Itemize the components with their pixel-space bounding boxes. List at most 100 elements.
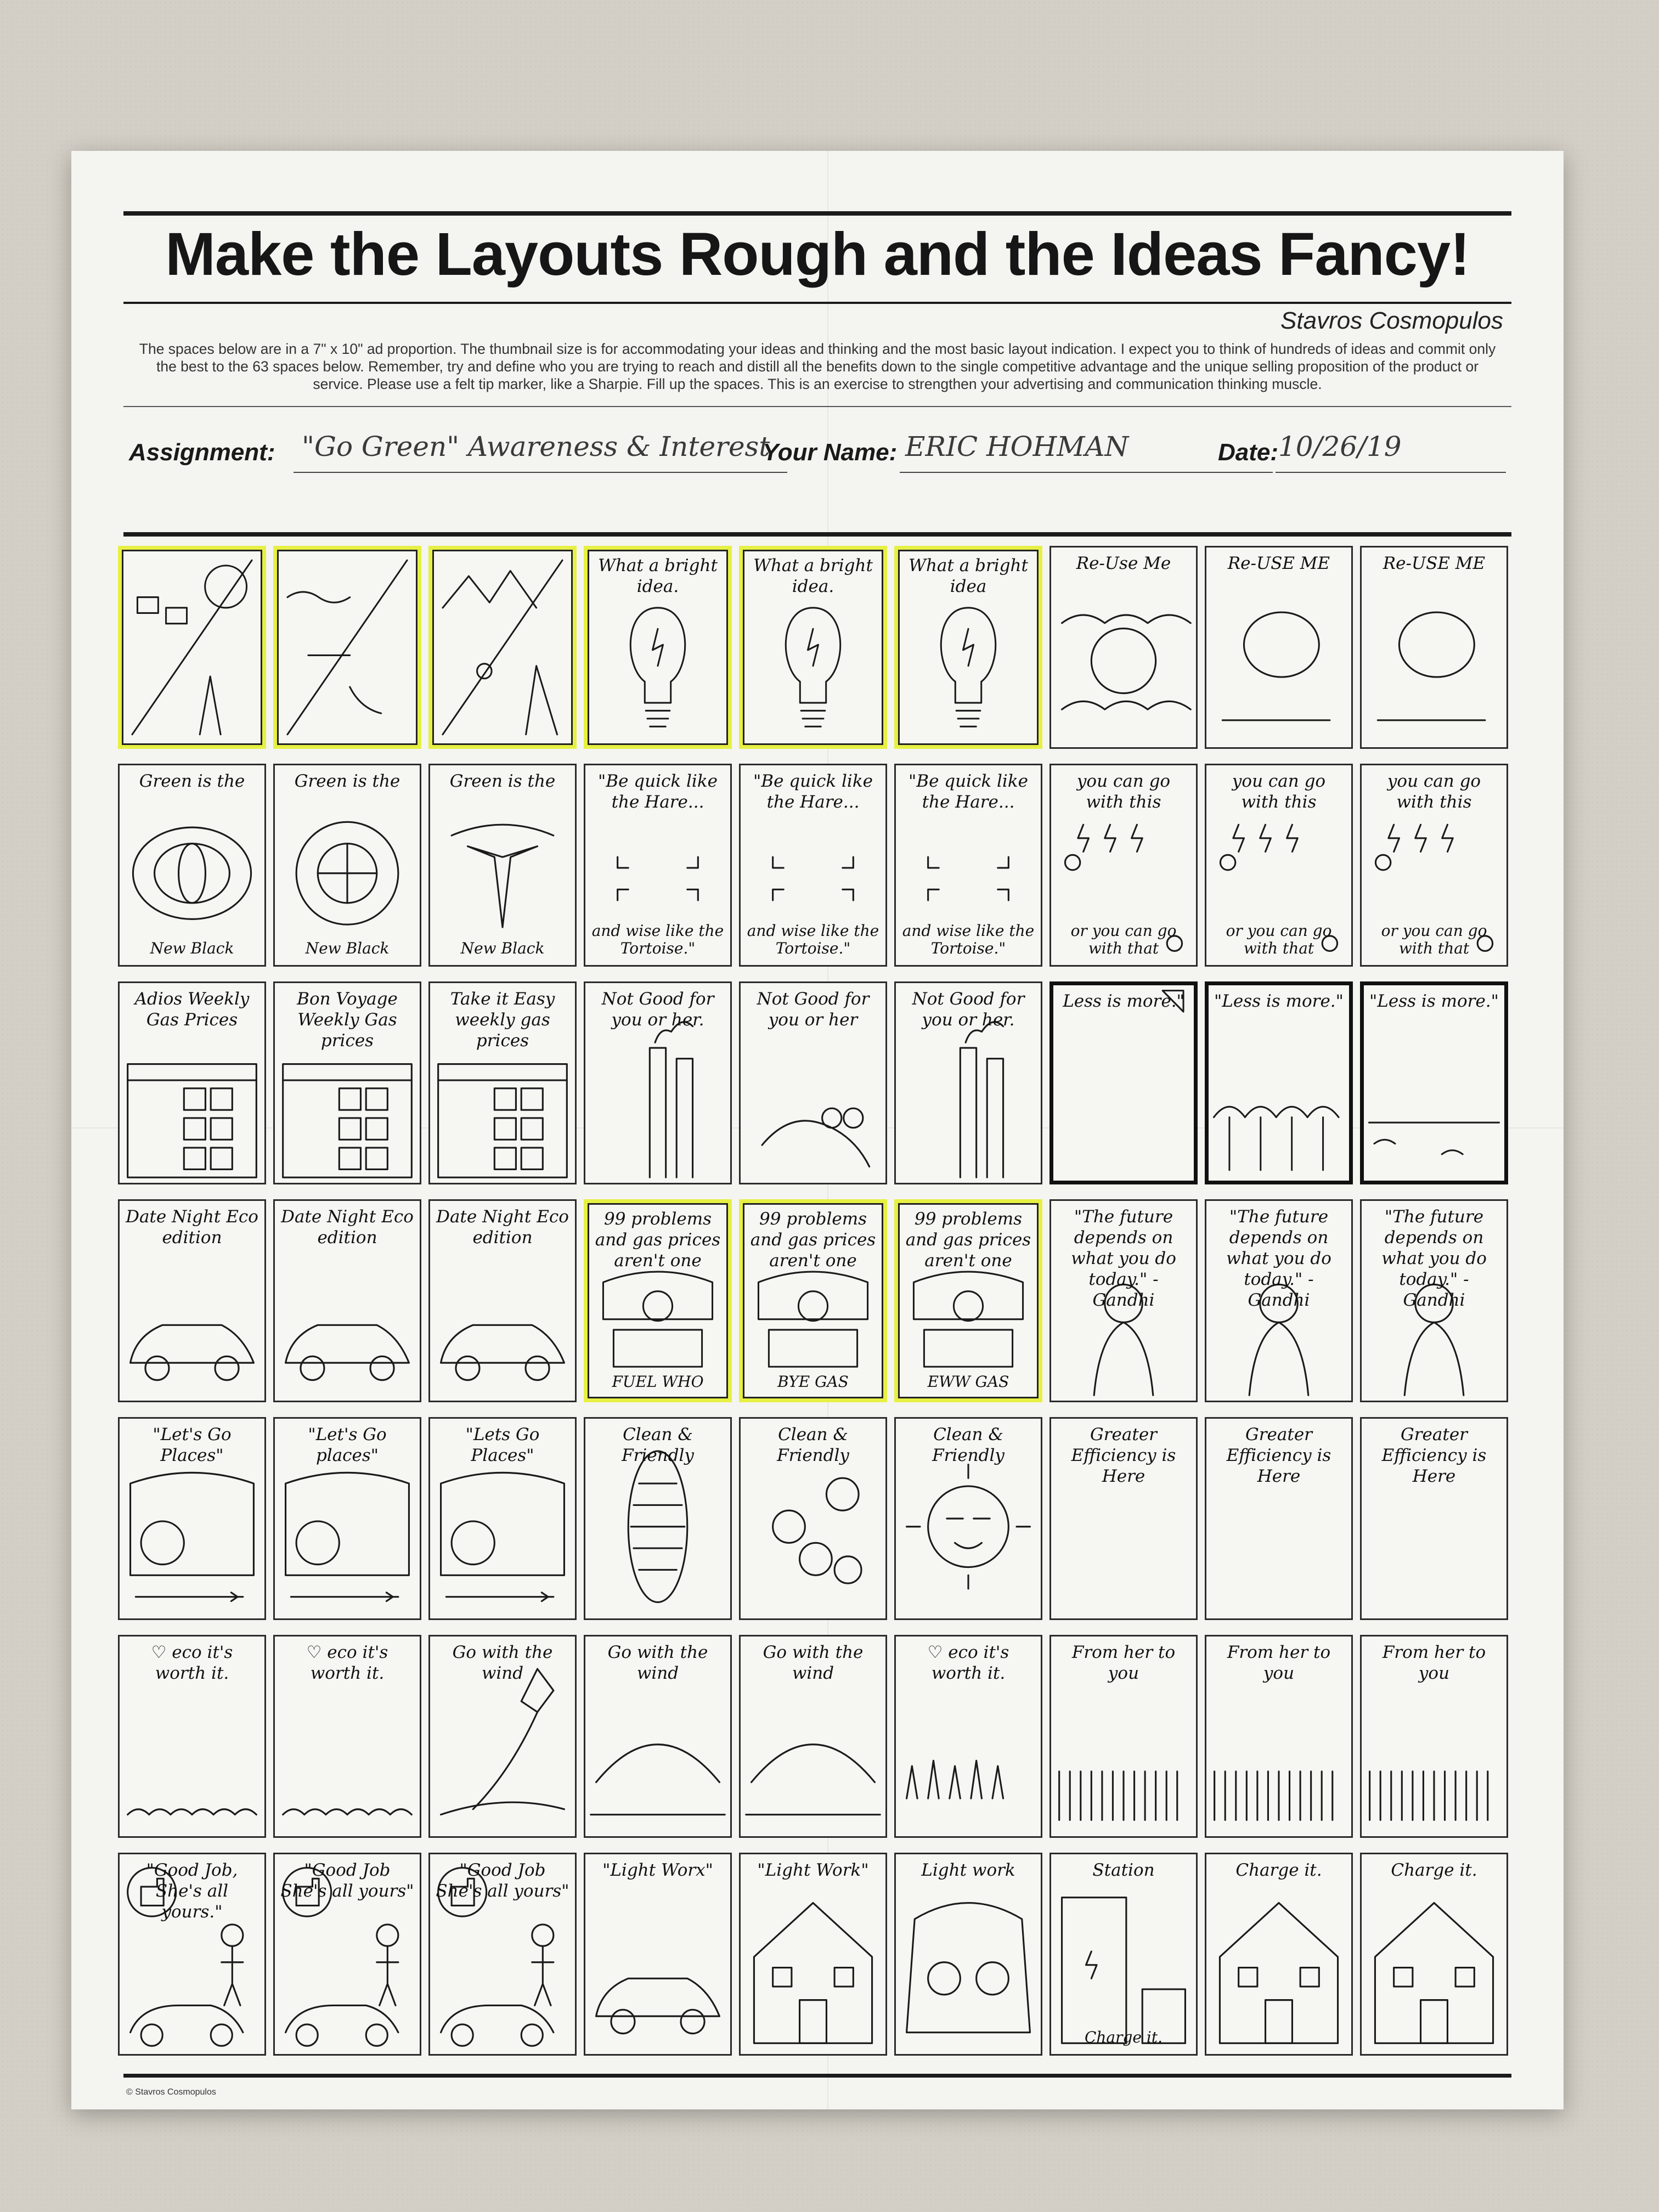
thumbnail-headline: Greater Efficiency is Here <box>1381 1425 1487 1486</box>
thumbnail-cell: ♡ eco it's worth it. <box>118 1635 266 1838</box>
thumbnail-headline: From her to you <box>1071 1643 1176 1683</box>
thumbnail-tagline: BYE GAS <box>777 1373 849 1391</box>
thumbnail-headline: Adios Weekly Gas Prices <box>134 989 250 1030</box>
thumbnail-headline: 99 problems and gas prices aren't one <box>750 1209 876 1271</box>
thumbnail-headline: "The future depends on what you do today… <box>1071 1207 1176 1310</box>
thumbnail-cell: Clean & Friendly <box>584 1417 732 1620</box>
thumbnail-headline: 99 problems and gas prices aren't one <box>905 1209 1031 1271</box>
thumbnail-headline: Bon Voyage Weekly Gas prices <box>297 989 398 1051</box>
name-line <box>900 472 1273 473</box>
thumbnail-cell: Less is more." <box>1049 981 1198 1184</box>
thumbnail-headline: Re-USE ME <box>1383 554 1486 573</box>
thumbnail-cell <box>428 546 577 749</box>
thumbnail-cell: you can go with this or you can go with t… <box>1205 764 1353 967</box>
grid-top-rule <box>123 532 1511 537</box>
thumbnail-headline: Go with the wind <box>763 1643 864 1683</box>
thumbnail-headline: Go with the wind <box>607 1643 708 1683</box>
thumbnail-headline: What a bright idea <box>909 556 1028 596</box>
name-field[interactable]: ERIC HOHMAN <box>905 431 1129 462</box>
thumbnail-headline: Go with the wind <box>452 1643 553 1683</box>
thumbnail-headline: Re-Use Me <box>1076 554 1171 573</box>
thumbnail-cell: Not Good for you or her. <box>894 981 1042 1184</box>
name-label: Your Name: <box>763 439 898 466</box>
thumbnail-headline: Clean & Friendly <box>622 1425 694 1465</box>
thumbnail-headline: "Good Job She's all yours" <box>280 1860 414 1901</box>
thumbnail-headline: "The future depends on what you do today… <box>1381 1207 1487 1310</box>
assignment-field[interactable]: "Go Green" Awareness & Interest <box>302 431 770 462</box>
thumbnail-cell: "Be quick like the Hare...and wise like … <box>739 764 887 967</box>
thumbnail-cell: Re-USE ME <box>1205 546 1353 749</box>
title-underline <box>123 302 1511 304</box>
page-title: Make the Layouts Rough and the Ideas Fan… <box>165 221 1470 288</box>
thumbnail-headline: "Light Worx" <box>602 1860 713 1880</box>
thumbnail-headline: Not Good for you or her. <box>601 989 714 1030</box>
thumbnail-cell: "Light Worx" <box>584 1853 732 2056</box>
thumbnail-headline: ♡ eco it's worth it. <box>306 1643 388 1683</box>
thumbnail-cell: Date Night Eco edition <box>428 1199 577 1402</box>
thumbnail-headline: "Be quick like the Hare... <box>598 771 718 812</box>
thumbnail-headline: Less is more." <box>1063 991 1184 1011</box>
thumbnail-cell: From her to you <box>1205 1635 1353 1838</box>
thumbnail-cell: ♡ eco it's worth it. <box>273 1635 421 1838</box>
thumbnail-headline: "Be quick like the Hare... <box>753 771 873 812</box>
thumbnail-headline: "Good Job She's all yours" <box>436 1860 569 1901</box>
thumbnail-headline: Date Night Eco edition <box>126 1207 258 1248</box>
thumbnail-cell: Greater Efficiency is Here <box>1360 1417 1508 1620</box>
thumbnail-cell: Re-USE ME <box>1360 546 1508 749</box>
thumbnail-cell: "Let's Go places" <box>273 1417 421 1620</box>
thumbnail-headline: ♡ eco it's worth it. <box>151 1643 233 1683</box>
thumbnail-headline: "Let's Go places" <box>308 1425 387 1465</box>
thumbnail-cell: Greater Efficiency is Here <box>1205 1417 1353 1620</box>
thumbnail-tagline: and wise like the Tortoise." <box>591 922 724 957</box>
thumbnail-headline: you can go with this <box>1232 771 1326 812</box>
thumbnail-headline: Take it Easy weekly gas prices <box>450 989 555 1051</box>
bottom-rule <box>123 2074 1511 2078</box>
thumbnail-cell: Clean & Friendly <box>894 1417 1042 1620</box>
thumbnail-headline: 99 problems and gas prices aren't one <box>595 1209 721 1271</box>
instructions-text: The spaces below are in a 7" x 10" ad pr… <box>139 341 1496 392</box>
thumbnail-tagline: FUEL WHO <box>612 1373 704 1391</box>
assignment-line <box>294 472 787 473</box>
thumbnail-headline: From her to you <box>1227 1643 1331 1683</box>
thumbnail-headline: ♡ eco it's worth it. <box>927 1643 1009 1683</box>
thumbnail-cell: What a bright idea. <box>584 546 732 749</box>
thumbnail-headline: "The future depends on what you do today… <box>1226 1207 1331 1310</box>
thumbnail-tagline: EWW GAS <box>927 1373 1009 1391</box>
thumbnail-headline: Re-USE ME <box>1227 554 1330 573</box>
top-rule <box>123 211 1511 216</box>
thumbnail-headline: Date Night Eco edition <box>436 1207 569 1248</box>
thumbnail-tagline: or you can go with that <box>1226 922 1332 957</box>
thumbnail-tagline: New Black <box>305 939 390 957</box>
date-field[interactable]: 10/26/19 <box>1278 431 1402 462</box>
thumbnail-cell: "Less is more." <box>1205 981 1353 1184</box>
thumbnail-headline: "Good Job, She's all yours." <box>146 1860 238 1922</box>
thumbnail-headline: "Light Work" <box>757 1860 869 1880</box>
thumbnail-cell: Charge it. <box>1360 1853 1508 2056</box>
thumbnail-headline: Charge it. <box>1391 1860 1477 1880</box>
date-line <box>1276 472 1506 473</box>
thumbnail-cell: "Good Job She's all yours" <box>273 1853 421 2056</box>
date-label: Date: <box>1218 439 1279 466</box>
thumbnail-headline: From her to you <box>1382 1643 1486 1683</box>
thumbnail-headline: "Let's Go Places" <box>153 1425 232 1465</box>
thumbnail-cell: Go with the wind <box>428 1635 577 1838</box>
thumbnail-cell: "The future depends on what you do today… <box>1205 1199 1353 1402</box>
thumbnail-tagline: New Black <box>460 939 545 957</box>
thumbnail-cell: Not Good for you or her <box>739 981 887 1184</box>
thumbnail-headline: Charge it. <box>1235 1860 1322 1880</box>
thumbnail-cell: Clean & Friendly <box>739 1417 887 1620</box>
author-byline: Stavros Cosmopulos <box>1280 307 1503 334</box>
thumbnail-cell: From her to you <box>1049 1635 1198 1838</box>
thumbnail-headline: Clean & Friendly <box>777 1425 849 1465</box>
thumbnail-headline: you can go with this <box>1387 771 1481 812</box>
thumbnail-tagline: and wise like the Tortoise." <box>902 922 1035 957</box>
thumbnail-headline: Not Good for you or her <box>757 989 870 1030</box>
assignment-label: Assignment: <box>129 439 275 466</box>
thumbnail-cell: Light work <box>894 1853 1042 2056</box>
thumbnail-headline: Green is the <box>294 771 400 791</box>
